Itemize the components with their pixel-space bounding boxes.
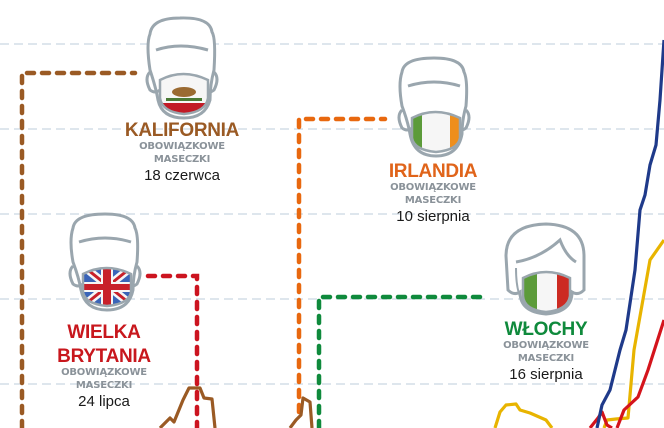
mask-mandate-label-2: MASECZKI — [517, 353, 575, 364]
mask-mandate-label-2: MASECZKI — [153, 154, 211, 165]
california-leader-line — [19, 70, 138, 428]
ireland-mask-icon — [397, 56, 471, 158]
series-line-red-right — [615, 319, 664, 428]
mask-mandate-label: OBOWIĄZKOWE — [139, 141, 225, 152]
italy-leader-line — [316, 294, 491, 428]
italy-mask-icon — [504, 222, 586, 316]
mask-mandate-label: OBOWIĄZKOWE — [390, 182, 476, 193]
uk-mask-icon — [68, 212, 142, 312]
ireland-leader-line — [296, 116, 388, 415]
mask-mandate-label-2: MASECZKI — [75, 380, 133, 391]
ireland-annotation: IRLANDIA OBOWIĄZKOWE MASECZKI 10 sierpni… — [388, 161, 478, 225]
series-line-yellow-right — [602, 239, 664, 428]
country-name-line-2: BRYTANIA — [57, 346, 151, 367]
country-name: IRLANDIA — [388, 161, 478, 182]
mask-mandate-label: OBOWIĄZKOWE — [61, 367, 147, 378]
series-line-california-2 — [288, 396, 314, 428]
uk-annotation: WIELKA BRYTANIA OBOWIĄZKOWE MASECZKI 24 … — [57, 323, 151, 409]
italy-annotation: WŁOCHY OBOWIĄZKOWE MASECZKI 16 sierpnia — [503, 320, 589, 382]
series-line-navy — [595, 39, 664, 428]
country-name-line-1: WIELKA — [67, 322, 141, 343]
mask-mandate-label-2: MASECZKI — [404, 195, 462, 206]
mandate-date: 18 czerwca — [144, 167, 220, 184]
series-line-california — [158, 386, 217, 428]
uk-leader-line — [145, 273, 200, 428]
country-name: WŁOCHY — [504, 319, 588, 340]
mandate-date: 10 sierpnia — [396, 208, 470, 225]
mandate-date: 24 lipca — [78, 393, 130, 410]
series-line-yellow — [493, 402, 554, 428]
california-mask-icon — [145, 16, 219, 120]
california-annotation: KALIFORNIA OBOWIĄZKOWE MASECZKI 18 czerw… — [125, 121, 239, 183]
country-name: KALIFORNIA — [124, 120, 240, 141]
mask-mandate-label: OBOWIĄZKOWE — [503, 340, 589, 351]
mandate-date: 16 sierpnia — [509, 366, 583, 383]
